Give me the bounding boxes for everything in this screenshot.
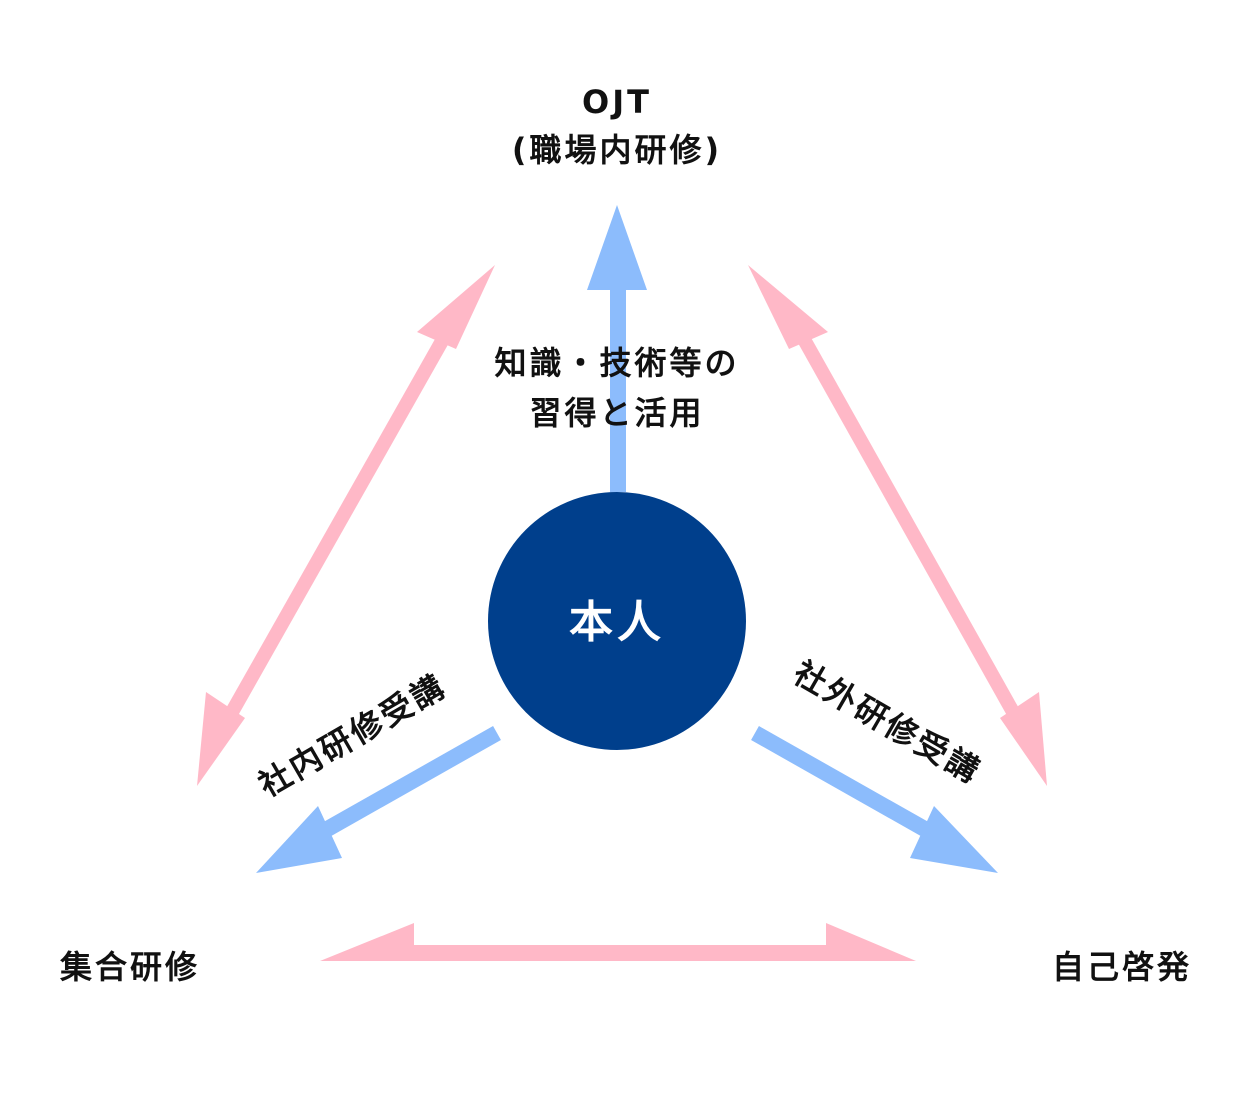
blue-arrow-right [751, 726, 998, 873]
node-top-line2: (職場内研修) [512, 131, 722, 169]
pink-arrow-bottom [320, 923, 916, 961]
pink-arrow-right [748, 265, 1047, 786]
pink-arrow-left [197, 265, 495, 786]
center-label: 本人 [569, 597, 665, 648]
center-circle [488, 492, 746, 750]
node-bottom-right: 自己啓発 [1052, 948, 1192, 986]
blue-arrow-up [587, 205, 647, 492]
edge-label-up-line1: 知識・技術等の [494, 344, 739, 382]
node-top-line1: OJT [582, 83, 652, 121]
edge-label-up-line2: 習得と活用 [529, 394, 704, 432]
blue-arrow-left [256, 726, 501, 873]
node-bottom-left: 集合研修 [59, 948, 200, 986]
